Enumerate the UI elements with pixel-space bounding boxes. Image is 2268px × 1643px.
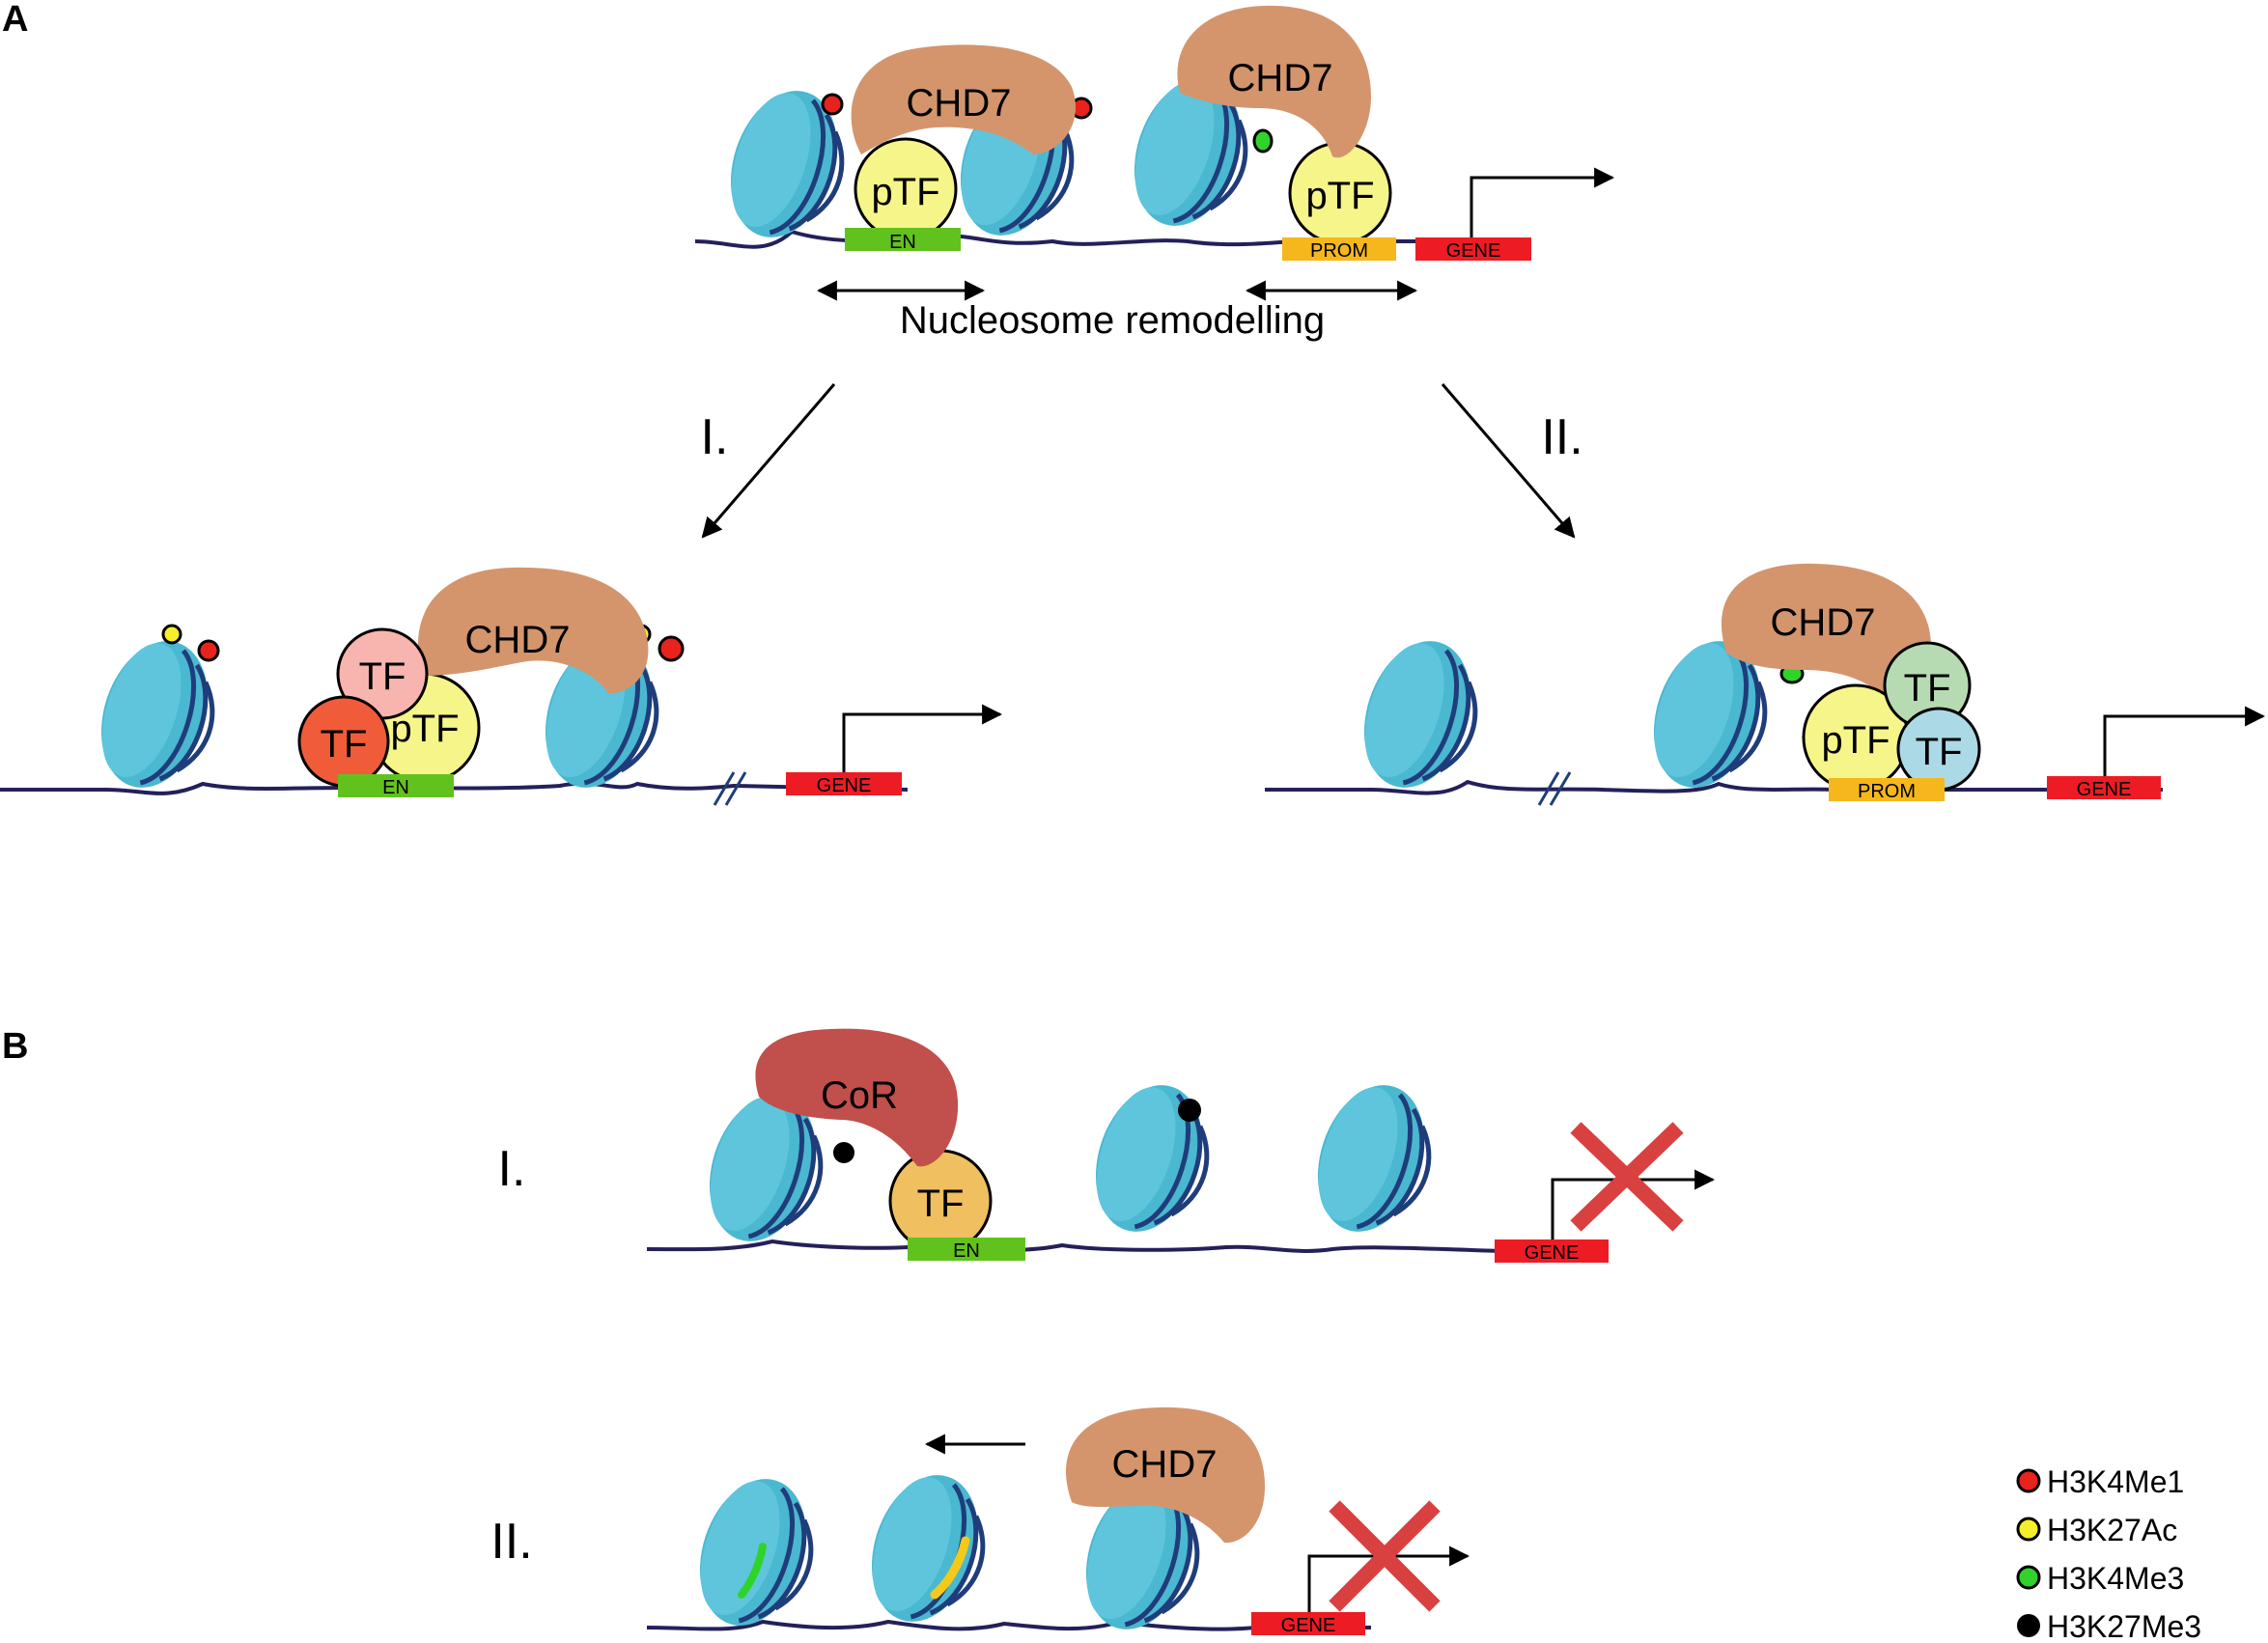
blocked-cross-icon bbox=[1329, 1500, 1441, 1612]
tf-label: TF bbox=[359, 655, 406, 698]
panel-b-label: B bbox=[2, 1026, 28, 1067]
chd7-label: CHD7 bbox=[1771, 601, 1876, 644]
panel-a-label: A bbox=[2, 0, 28, 40]
ptf-label: pTF bbox=[1305, 175, 1374, 217]
row-2-label: II. bbox=[490, 1514, 532, 1570]
dna-strand bbox=[646, 1239, 1603, 1253]
h3k27me3-mark bbox=[1178, 1099, 1201, 1122]
dna-break-mark bbox=[713, 771, 736, 806]
h3k4me1-mark bbox=[197, 639, 220, 662]
transcription-arrow bbox=[1307, 1546, 1470, 1612]
promoter-label: PROM bbox=[1310, 240, 1368, 262]
corepressor-shape bbox=[755, 1028, 959, 1167]
legend-swatch-h3k27me3 bbox=[2017, 1614, 2040, 1637]
chd7-shape bbox=[1177, 5, 1371, 158]
dna-break-mark bbox=[724, 771, 747, 806]
transcription-arrow bbox=[2103, 706, 2266, 776]
chd7-shape bbox=[417, 567, 649, 694]
ptf-label: pTF bbox=[871, 171, 939, 213]
legend-label: H3K27Me3 bbox=[2047, 1609, 2201, 1643]
nucleosome bbox=[1300, 1072, 1448, 1248]
nucleosome bbox=[854, 1462, 1002, 1638]
gene-label: GENE bbox=[817, 775, 872, 796]
gene-box bbox=[2047, 776, 2161, 799]
chd7-shape bbox=[851, 44, 1077, 154]
tf-label: TF bbox=[1916, 731, 1963, 773]
legend: H3K4Me1 H3K27Ac H3K4Me3 H3K27Me3 bbox=[2016, 1464, 2201, 1643]
gene-label: GENE bbox=[1281, 1615, 1336, 1636]
gene-label: GENE bbox=[1446, 240, 1501, 262]
h3k4me3-stripe bbox=[738, 1543, 767, 1599]
pathway-arrow bbox=[1441, 383, 1576, 539]
promoter-box bbox=[1282, 237, 1396, 261]
h3k4me1-mark bbox=[821, 93, 844, 116]
legend-label: H3K4Me1 bbox=[2047, 1464, 2184, 1499]
gene-box bbox=[786, 772, 902, 795]
transcription-arrow bbox=[842, 704, 1003, 772]
gene-label: GENE bbox=[2077, 779, 2132, 800]
dna-break-mark bbox=[1537, 771, 1560, 806]
blocked-cross-icon bbox=[1570, 1122, 1684, 1232]
nucleosome bbox=[1346, 627, 1495, 804]
tf-label: TF bbox=[321, 723, 368, 766]
gene-label: GENE bbox=[1525, 1242, 1580, 1264]
chd7-shape bbox=[1721, 563, 1931, 704]
h3k27ac-mark bbox=[161, 624, 182, 645]
ptf-label: pTF bbox=[1821, 719, 1890, 762]
promoter-label: PROM bbox=[1858, 781, 1916, 802]
enhancer-box bbox=[845, 228, 961, 251]
row-1-label: I. bbox=[498, 1141, 526, 1197]
transcription-arrow bbox=[1551, 1169, 1716, 1239]
pathway-arrow bbox=[701, 383, 836, 539]
tf-label: TF bbox=[1904, 667, 1951, 710]
dna-strand bbox=[1265, 779, 2163, 795]
chd7-label: CHD7 bbox=[907, 82, 1012, 125]
path-1-label: I. bbox=[701, 409, 729, 465]
nucleosome bbox=[682, 1465, 830, 1642]
dna-break-mark bbox=[1549, 771, 1572, 806]
enhancer-box bbox=[338, 774, 454, 797]
enhancer-label: EN bbox=[889, 232, 916, 253]
gene-box bbox=[1415, 237, 1531, 261]
h3k27ac-stripe bbox=[930, 1536, 970, 1600]
gene-box bbox=[1495, 1239, 1609, 1263]
legend-swatch-h3k4me3 bbox=[2016, 1565, 2041, 1590]
nucleosome bbox=[1078, 1072, 1226, 1248]
promoter-box bbox=[1829, 778, 1945, 801]
legend-swatch-h3k4me1 bbox=[2016, 1468, 2041, 1493]
enhancer-box bbox=[908, 1238, 1025, 1261]
enhancer-label: EN bbox=[382, 777, 409, 798]
chd7-label: CHD7 bbox=[1112, 1443, 1218, 1486]
legend-label: H3K27Ac bbox=[2047, 1513, 2177, 1547]
gene-box bbox=[1251, 1612, 1365, 1635]
chd7-label: CHD7 bbox=[465, 619, 571, 661]
tf-label: TF bbox=[917, 1183, 965, 1225]
transcription-arrow bbox=[1470, 167, 1615, 237]
h3k27me3-mark bbox=[833, 1142, 854, 1163]
legend-label: H3K4Me3 bbox=[2047, 1561, 2184, 1596]
dna-strand bbox=[694, 229, 1526, 249]
chd7-label: CHD7 bbox=[1228, 57, 1333, 99]
enhancer-label: EN bbox=[953, 1240, 980, 1262]
legend-swatch-h3k27ac bbox=[2016, 1517, 2041, 1542]
h3k4me1-mark bbox=[658, 635, 685, 662]
chd7-shape bbox=[1066, 1406, 1265, 1544]
corepressor-label: CoR bbox=[821, 1074, 898, 1117]
remodel-label: Nucleosome remodelling bbox=[900, 299, 1325, 342]
path-2-label: II. bbox=[1541, 409, 1582, 465]
h3k4me3-mark bbox=[1252, 128, 1274, 153]
